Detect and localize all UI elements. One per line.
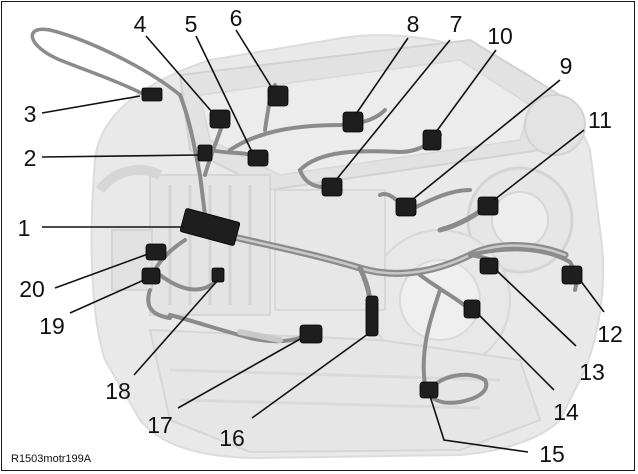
callout-20: 20: [19, 276, 45, 302]
connector-8: [343, 112, 363, 132]
connector-18: [212, 268, 224, 282]
connector-10: [423, 130, 441, 150]
callout-16: 16: [219, 425, 245, 451]
callout-15: 15: [539, 441, 565, 467]
connector-16: [366, 296, 378, 336]
callout-11: 11: [588, 107, 612, 133]
callout-1: 1: [18, 215, 31, 241]
callout-4: 4: [134, 11, 147, 37]
connector-7: [322, 178, 342, 196]
callout-12: 12: [597, 321, 623, 347]
callout-9: 9: [560, 53, 573, 79]
callout-10: 10: [487, 23, 513, 49]
connector-15: [420, 382, 438, 398]
callout-13: 13: [579, 359, 605, 385]
callout-2: 2: [24, 145, 37, 171]
connector-3: [142, 88, 162, 101]
connector-4: [210, 110, 230, 128]
connector-13: [480, 258, 498, 274]
callout-19: 19: [39, 313, 65, 339]
connector-2: [198, 145, 212, 161]
callout-14: 14: [553, 399, 579, 425]
callout-7: 7: [450, 11, 463, 37]
connector-9: [396, 198, 416, 216]
callout-3: 3: [24, 101, 37, 127]
connector-20: [146, 244, 166, 260]
callout-5: 5: [185, 11, 198, 37]
callout-18: 18: [105, 378, 131, 404]
connector-14: [464, 300, 480, 318]
callout-17: 17: [147, 412, 173, 438]
connector-6: [268, 86, 288, 106]
connector-17: [300, 325, 322, 343]
connector-5: [248, 150, 268, 166]
connector-19: [142, 268, 160, 284]
callout-6: 6: [230, 5, 243, 31]
figure-reference-code: R1503motr199A: [11, 453, 92, 465]
callout-8: 8: [407, 11, 420, 37]
connector-12: [562, 266, 582, 284]
